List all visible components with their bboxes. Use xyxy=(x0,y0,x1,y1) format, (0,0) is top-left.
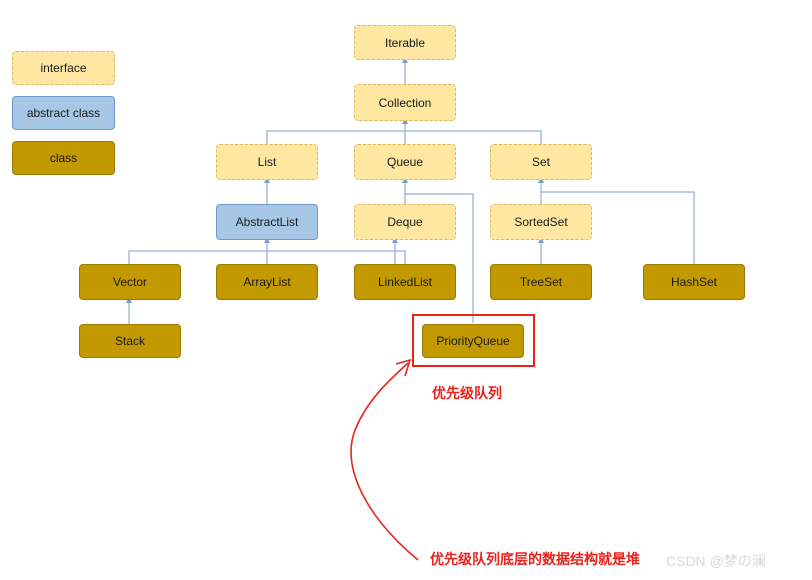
node-vector: Vector xyxy=(79,264,181,300)
priorityqueue-highlight-box xyxy=(412,314,535,367)
bottom-note: 优先级队列底层的数据结构就是堆 xyxy=(430,552,640,568)
legend-class: class xyxy=(12,141,115,175)
node-hashset: HashSet xyxy=(643,264,745,300)
node-linkedlist: LinkedList xyxy=(354,264,456,300)
priority-queue-label: 优先级队列 xyxy=(432,386,502,402)
node-priorityqueue: PriorityQueue xyxy=(422,324,524,358)
edge-bus-collection xyxy=(266,130,542,144)
node-set: Set xyxy=(490,144,592,180)
node-queue: Queue xyxy=(354,144,456,180)
red-arrow-head xyxy=(395,358,412,377)
legend-interface: interface xyxy=(12,51,115,85)
red-arrow-curve xyxy=(350,362,419,561)
node-sortedset: SortedSet xyxy=(490,204,592,240)
edge-hashset-set xyxy=(541,191,695,264)
node-deque: Deque xyxy=(354,204,456,240)
node-treeset: TreeSet xyxy=(490,264,592,300)
node-arraylist: ArrayList xyxy=(216,264,318,300)
node-iterable: Iterable xyxy=(354,25,456,60)
node-abstractlist: AbstractList xyxy=(216,204,318,240)
watermark: CSDN @梦の澜 xyxy=(666,553,766,569)
legend-abstract-class: abstract class xyxy=(12,96,115,130)
node-collection: Collection xyxy=(354,84,456,121)
node-list: List xyxy=(216,144,318,180)
node-stack: Stack xyxy=(79,324,181,358)
edge-priorityqueue-queue xyxy=(405,193,474,323)
